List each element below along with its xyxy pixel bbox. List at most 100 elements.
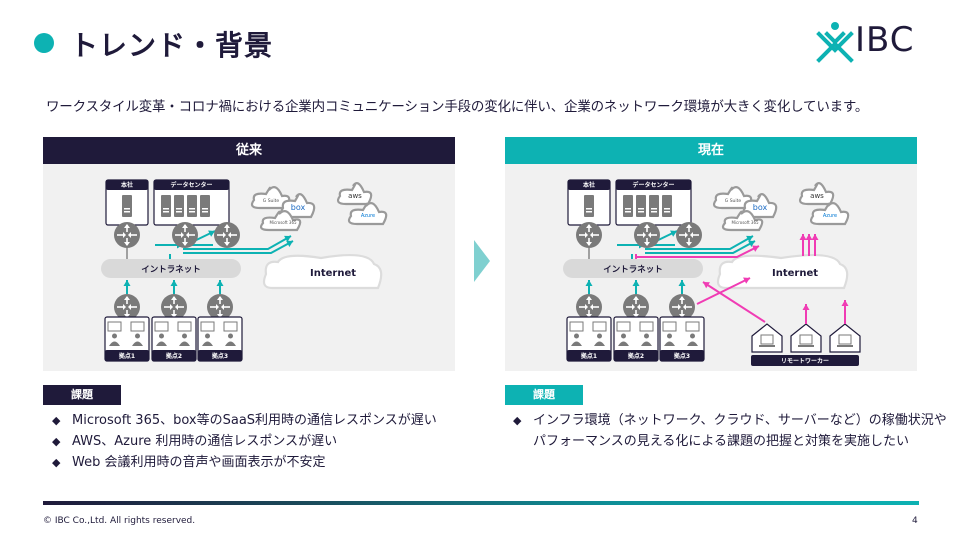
branch-box: 拠点3 — [659, 316, 705, 362]
pink-internet-uplink — [805, 234, 813, 256]
server-icon — [174, 195, 184, 217]
branch-label: 拠点1 — [581, 352, 597, 360]
remote-home-icon — [751, 323, 783, 353]
aws-label: aws — [810, 192, 824, 200]
router-icon — [676, 222, 702, 248]
user-at-pc-icon — [223, 321, 238, 346]
gsuite-cloud: G Suite — [712, 186, 753, 210]
branch-uplink — [123, 280, 131, 294]
datacenter-box-label: データセンター — [632, 181, 674, 189]
pink-internet-uplink — [811, 234, 819, 256]
issue-tag: 課題 — [43, 385, 121, 405]
box-cloud: box — [279, 193, 316, 219]
issue-item: ◆インフラ環境（ネットワーク、クラウド、サーバーなど）の稼働状況や — [513, 410, 947, 431]
diamond-bullet-icon: ◆ — [52, 456, 61, 469]
server-icon — [649, 195, 659, 217]
issue-item-continuation: パフォーマンスの見える化による課題の把握と対策を実施したい — [533, 434, 909, 449]
user-at-pc-icon — [130, 321, 145, 346]
pink-iaas-link — [636, 245, 760, 258]
branch-label: 拠点2 — [166, 352, 182, 360]
ibc-logo: IBC — [815, 20, 935, 64]
page-number: 4 — [912, 516, 918, 526]
pink-remote-uplink — [802, 304, 810, 324]
branch-box: 拠点1 — [566, 316, 612, 362]
server-icon — [623, 195, 633, 217]
remote-worker-bar: リモートワーカー — [751, 355, 859, 366]
microsoft365-label: Microsoft 365 — [731, 220, 759, 225]
network-diagram-conventional: Internet イントラネット 本社 データセンター G SuiteboxMicros… — [101, 179, 388, 362]
transition-arrow-icon — [474, 240, 490, 282]
laptop-icon — [838, 334, 852, 345]
azure-cloud: Azure — [809, 202, 850, 226]
box-label: box — [753, 203, 768, 212]
branch-uplink — [170, 280, 178, 294]
server-icon — [662, 195, 672, 217]
issue-item: ◆AWS、Azure 利用時の通信レスポンスが遅い — [52, 431, 437, 452]
laptop-icon — [799, 334, 813, 345]
server-icon — [636, 195, 646, 217]
ibc-logo-text: IBC — [855, 20, 915, 60]
intranet-label: イントラネット — [603, 264, 663, 275]
page-title: トレンド・背景 — [70, 29, 274, 62]
diamond-bullet-icon: ◆ — [513, 414, 522, 427]
server-icon — [200, 195, 210, 217]
issue-item: ◆Web 会議利用時の音声や画面表示が不安定 — [52, 452, 437, 473]
user-at-pc-icon — [569, 321, 584, 346]
hq-box-label: 本社 — [583, 181, 595, 189]
title-bullet-icon — [34, 33, 54, 53]
issue-tag: 課題 — [505, 385, 583, 405]
remote-worker-label: リモートワーカー — [781, 358, 829, 365]
datacenter-box: データセンター — [615, 179, 692, 226]
azure-cloud: Azure — [347, 202, 388, 226]
hq-box: 本社 — [105, 179, 149, 226]
intranet-bar: イントラネット — [563, 259, 703, 278]
server-icon — [122, 195, 132, 217]
microsoft365-cloud: Microsoft 365 — [259, 210, 302, 232]
pink-remote-intranet-link — [702, 281, 766, 323]
panel-heading: 現在 — [505, 137, 917, 164]
gsuite-label: G Suite — [263, 198, 280, 204]
branch-box: 拠点2 — [151, 316, 197, 362]
router-icon — [634, 222, 660, 248]
aws-cloud: aws — [798, 182, 835, 206]
footer-gradient-bar — [43, 501, 919, 505]
iaas-link — [183, 235, 292, 250]
azure-label: Azure — [361, 213, 375, 219]
user-at-pc-icon — [154, 321, 169, 346]
internet-cloud: Internet — [262, 253, 383, 290]
pink-remote-uplink — [841, 300, 849, 324]
microsoft365-label: Microsoft 365 — [269, 220, 297, 225]
remote-home-icon — [790, 323, 822, 353]
branch-uplink — [678, 280, 686, 294]
gsuite-cloud: G Suite — [250, 186, 291, 210]
user-at-pc-icon — [200, 321, 215, 346]
diamond-bullet-icon: ◆ — [52, 414, 61, 427]
gsuite-label: G Suite — [725, 198, 742, 204]
branch-uplink — [216, 280, 224, 294]
router-icon — [207, 294, 233, 320]
diamond-bullet-icon: ◆ — [52, 435, 61, 448]
issue-item: ◆Microsoft 365、box等のSaaS利用時の通信レスポンスが遅い — [52, 410, 437, 431]
aws-label: aws — [348, 192, 362, 200]
datacenter-box-label: データセンター — [170, 181, 212, 189]
router-icon — [161, 294, 187, 320]
panel-heading: 従来 — [43, 137, 455, 164]
user-at-pc-icon — [616, 321, 631, 346]
router-icon — [172, 222, 198, 248]
iaas-link — [183, 240, 294, 254]
branch-label: 拠点2 — [628, 352, 644, 360]
azure-label: Azure — [823, 213, 837, 219]
router-icon — [114, 294, 140, 320]
issue-list-current: ◆インフラ環境（ネットワーク、クラウド、サーバーなど）の稼働状況や パフォーマン… — [513, 410, 947, 452]
hq-box: 本社 — [567, 179, 611, 226]
intranet-label: イントラネット — [141, 264, 201, 275]
router-icon — [576, 294, 602, 320]
router-icon — [623, 294, 649, 320]
server-icon — [161, 195, 171, 217]
user-at-pc-icon — [107, 321, 122, 346]
internet-label: Internet — [310, 268, 356, 279]
copyright: © IBC Co.,Ltd. All rights reserved. — [43, 516, 196, 526]
user-at-pc-icon — [685, 321, 700, 346]
intranet-bar: イントラネット — [101, 259, 241, 278]
